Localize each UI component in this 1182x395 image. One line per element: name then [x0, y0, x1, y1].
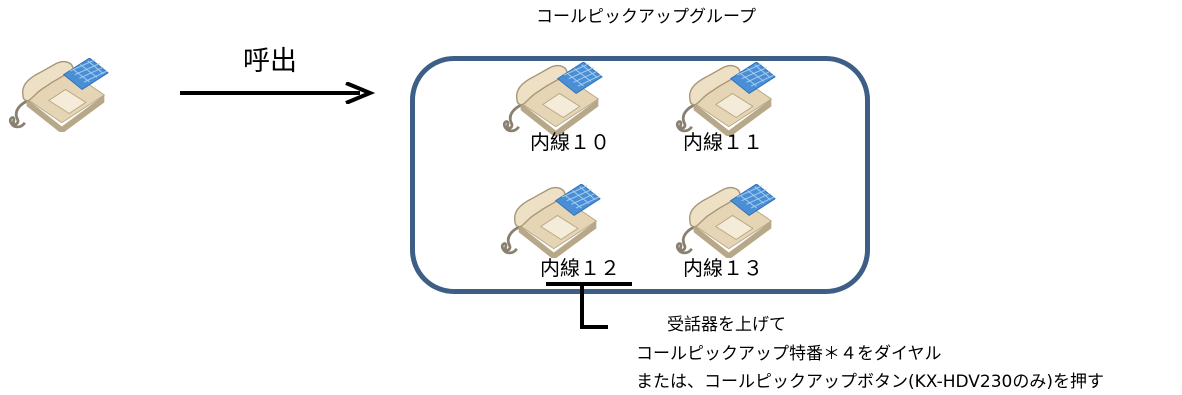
telephone-icon — [502, 62, 604, 136]
telephone-icon — [8, 58, 110, 132]
right-arrow-icon — [180, 82, 376, 104]
telephone-icon — [675, 62, 777, 136]
extension-label: 内線１３ — [683, 256, 763, 280]
extension-12: 内線１２ — [500, 180, 640, 280]
instruction-line-2: コールピックアップ特番＊４をダイヤル — [636, 344, 942, 364]
extension-11: 内線１１ — [667, 56, 797, 156]
extension-label: 内線１１ — [683, 130, 763, 154]
group-title: コールピックアップグループ — [536, 7, 756, 27]
extension-label: 内線１２ — [540, 256, 620, 280]
instruction-line-3: または、コールピックアップボタン(KX-HDV230のみ)を押す — [636, 372, 1104, 392]
call-label: 呼出 — [243, 46, 297, 77]
telephone-icon — [500, 184, 602, 258]
callout-bracket — [546, 282, 632, 329]
pickup-group-box — [410, 56, 870, 294]
extension-13: 内線１３ — [667, 180, 797, 280]
extension-label: 内線１０ — [530, 130, 610, 154]
instruction-line-1: 受話器を上げて — [667, 315, 786, 335]
telephone-icon — [675, 184, 777, 258]
extension-10: 内線１０ — [500, 56, 630, 156]
